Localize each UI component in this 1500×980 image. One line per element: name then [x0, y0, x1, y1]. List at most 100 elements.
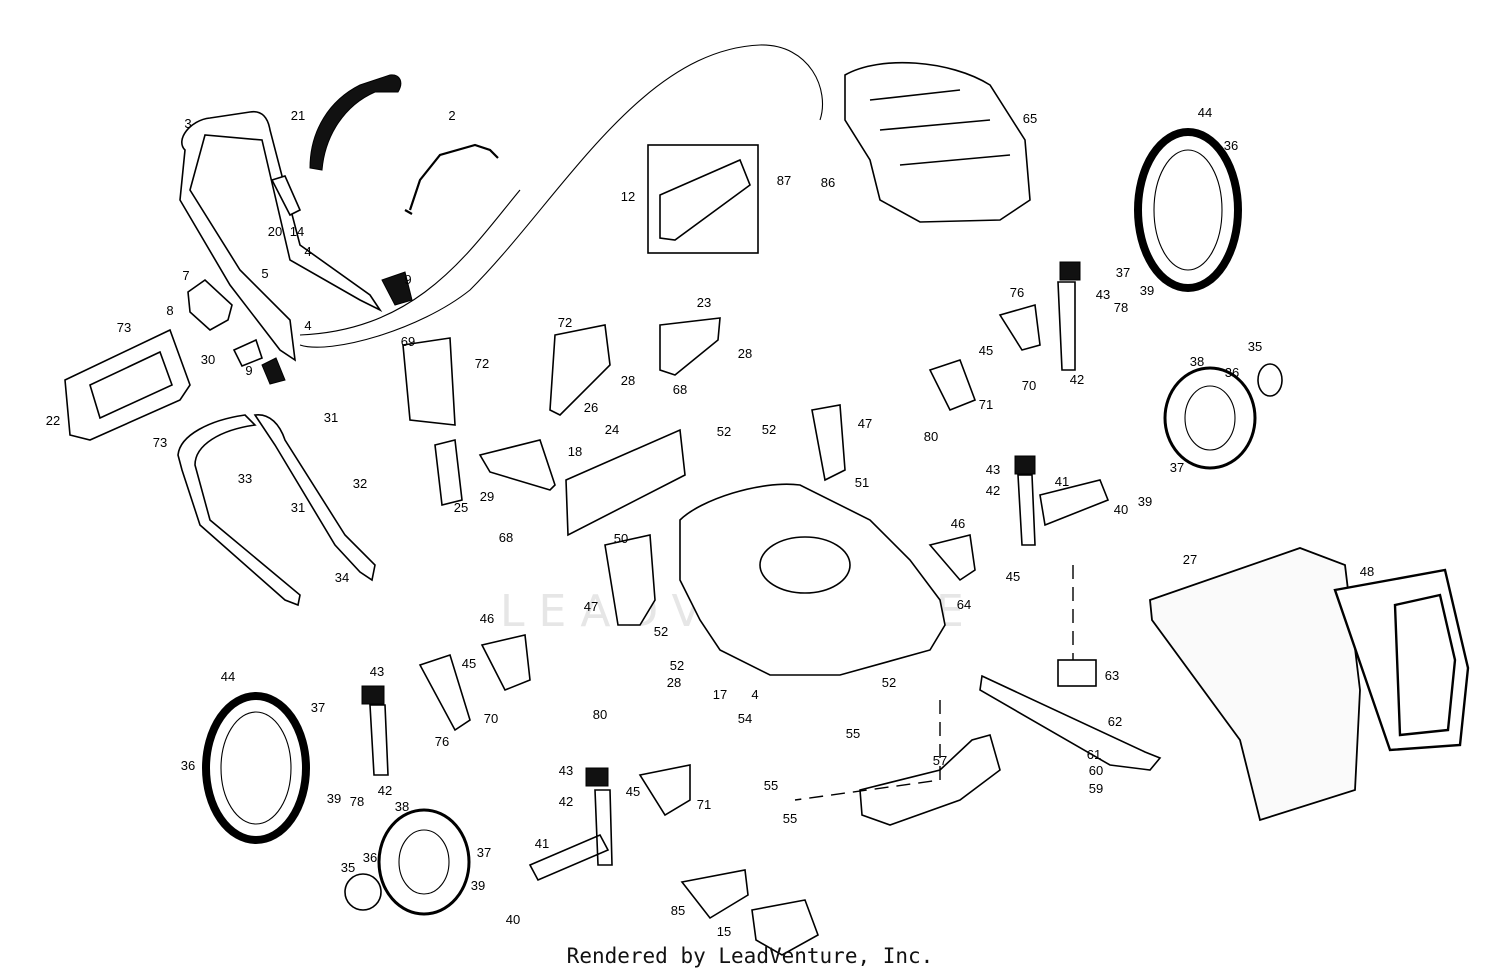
height-lever-4 — [585, 767, 609, 787]
hood-cover — [680, 869, 749, 920]
callout-label: 31 — [291, 500, 305, 515]
callout-label: 21 — [291, 108, 305, 123]
callout-label: 43 — [370, 664, 384, 679]
callout-label: 73 — [117, 320, 131, 335]
callout-label: 39 — [471, 878, 485, 893]
height-lever-1 — [1059, 261, 1081, 281]
callout-label: 43 — [1096, 287, 1110, 302]
callout-label: 9 — [404, 272, 411, 287]
rear-wheel-right-rim — [1153, 149, 1223, 271]
chute-door — [402, 337, 456, 426]
callout-label: 45 — [1006, 569, 1020, 584]
callout-label: 36 — [1224, 138, 1238, 153]
callout-label: 42 — [1070, 372, 1084, 387]
callout-label: 26 — [584, 400, 598, 415]
side-bracket-right — [811, 404, 846, 482]
callout-label: 48 — [1360, 564, 1374, 579]
adjuster-plate-1 — [928, 358, 977, 412]
rear-wheel-left-rim — [220, 711, 292, 825]
callout-label: 43 — [986, 462, 1000, 477]
callout-label: 80 — [924, 429, 938, 444]
callout-label: 7 — [182, 268, 189, 283]
callout-label: 9 — [245, 363, 252, 378]
callout-label: 76 — [435, 734, 449, 749]
callout-label: 38 — [1190, 354, 1204, 369]
callout-label: 42 — [378, 783, 392, 798]
callout-label: 55 — [764, 778, 778, 793]
callout-label: 65 — [1023, 111, 1037, 126]
callout-label: 47 — [858, 416, 872, 431]
height-lever-3 — [361, 685, 385, 705]
adjuster-plate-2 — [928, 534, 976, 582]
callout-label: 31 — [324, 410, 338, 425]
callout-label: 23 — [697, 295, 711, 310]
callout-label: 87 — [777, 173, 791, 188]
callout-label: 59 — [1089, 781, 1103, 796]
callout-label: 33 — [238, 471, 252, 486]
callout-label: 70 — [1022, 378, 1036, 393]
callout-label: 68 — [499, 530, 513, 545]
callout-label: 39 — [1140, 283, 1154, 298]
callout-label: 28 — [621, 373, 635, 388]
blade — [979, 674, 1162, 771]
callout-label: 43 — [559, 763, 573, 778]
callout-label: 68 — [673, 382, 687, 397]
control-cable — [299, 44, 824, 348]
callout-label: 62 — [1108, 714, 1122, 729]
callout-label: 50 — [614, 531, 628, 546]
catcher-bag-frame — [1333, 568, 1470, 752]
callout-label: 85 — [671, 903, 685, 918]
callout-label: 78 — [1114, 300, 1128, 315]
hub-cap — [344, 873, 382, 911]
callout-label: 70 — [484, 711, 498, 726]
adjuster-plate-4 — [638, 764, 691, 817]
callout-label: 60 — [1089, 763, 1103, 778]
callout-label: 42 — [986, 483, 1000, 498]
callout-label: 71 — [697, 797, 711, 812]
callout-label: 14 — [290, 224, 304, 239]
callout-label: 36 — [1225, 365, 1239, 380]
catcher-frame — [64, 328, 191, 441]
callout-label: 55 — [846, 726, 860, 741]
callout-label: 5 — [261, 266, 268, 281]
callout-label: 52 — [654, 624, 668, 639]
rear-wheel-right — [1134, 128, 1242, 292]
callout-label: 37 — [477, 845, 491, 860]
callout-label: 36 — [363, 850, 377, 865]
callout-label: 38 — [395, 799, 409, 814]
callout-label: 35 — [341, 860, 355, 875]
front-wheel-left-hub — [398, 829, 450, 895]
callout-label: 72 — [558, 315, 572, 330]
callout-label: 71 — [979, 397, 993, 412]
callout-label: 52 — [717, 424, 731, 439]
handle-grip — [309, 74, 402, 171]
callout-label: 24 — [605, 422, 619, 437]
callout-label: 18 — [568, 444, 582, 459]
handle-knob-lower — [261, 357, 286, 385]
callout-label: 34 — [335, 570, 349, 585]
upper-handle — [179, 110, 383, 362]
callout-label: 72 — [475, 356, 489, 371]
footer-credit: Rendered by LeadVenture, Inc. — [566, 944, 934, 968]
engine — [844, 61, 1031, 223]
callout-label: 37 — [311, 700, 325, 715]
callout-label: 36 — [181, 758, 195, 773]
callout-label: 41 — [535, 836, 549, 851]
catcher-bag — [1149, 547, 1361, 822]
callout-label: 40 — [506, 912, 520, 927]
callout-label: 76 — [1010, 285, 1024, 300]
callout-label: 27 — [1183, 552, 1197, 567]
lower-handle — [177, 414, 376, 607]
callout-label: 37 — [1170, 460, 1184, 475]
mulch-plug — [659, 317, 721, 376]
handle-knob — [381, 271, 413, 306]
rear-flap — [565, 428, 686, 537]
discharge-flap — [434, 439, 556, 506]
callout-label: 63 — [1105, 668, 1119, 683]
air-filter — [659, 158, 751, 241]
callout-label: 54 — [738, 711, 752, 726]
callout-label: 52 — [670, 658, 684, 673]
callout-label: 2 — [448, 108, 455, 123]
callout-label: 40 — [1114, 502, 1128, 517]
